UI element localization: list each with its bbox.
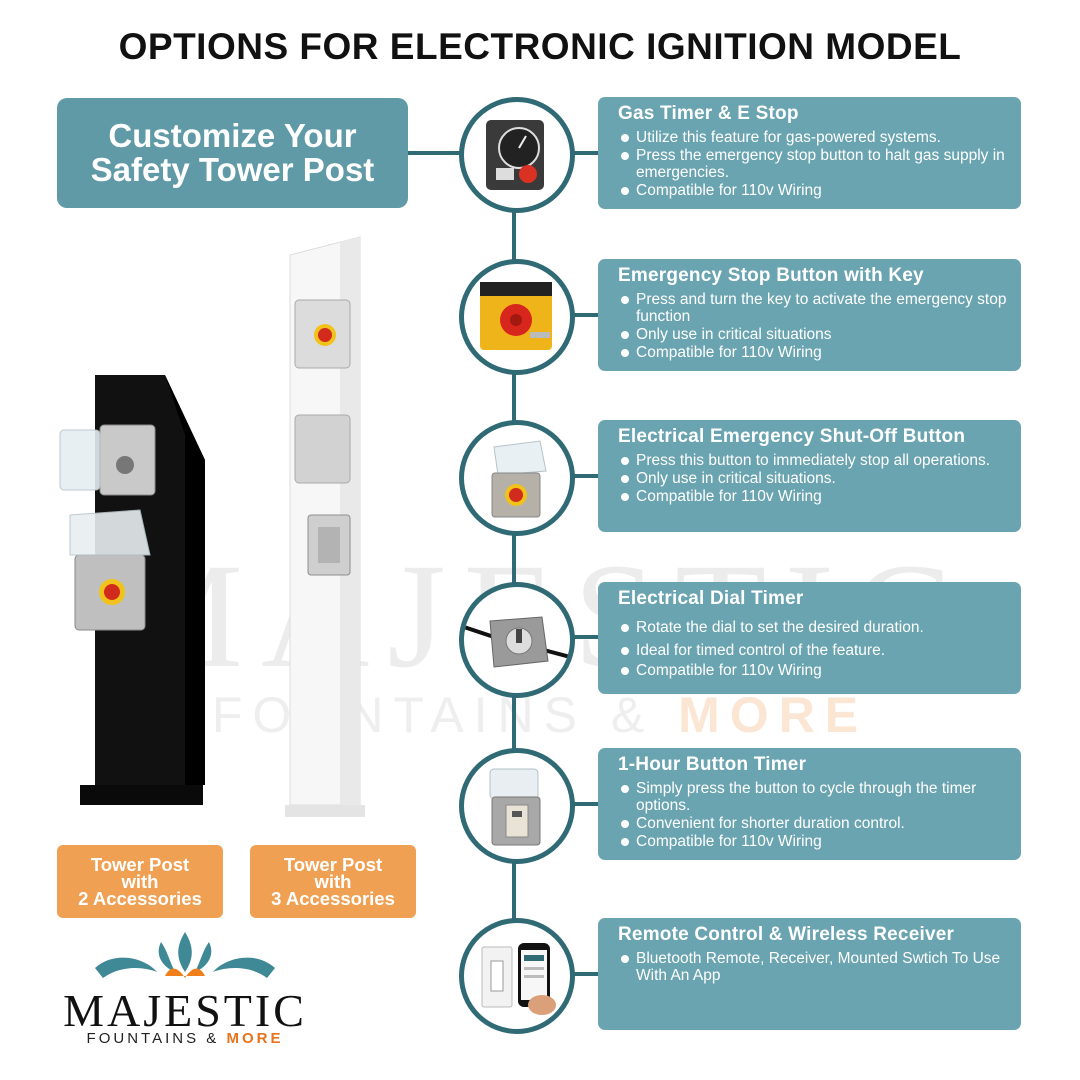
row-connector	[565, 474, 598, 478]
option-bullets: Bluetooth Remote, Receiver, Mounted Swti…	[618, 950, 1011, 984]
logo-wordmark: MAJESTIC	[63, 985, 307, 1036]
logo-fountain-icon	[95, 932, 275, 978]
gas-timer-icon	[459, 97, 575, 213]
option-card: Electrical Dial Timer Rotate the dial to…	[598, 582, 1021, 694]
black-tower-post	[59, 375, 205, 805]
watermark-sub-text: FOUNTAINS &	[211, 687, 655, 743]
option-bullet: Compatible for 110v Wiring	[621, 833, 1011, 850]
option-bullet: Press this button to immediately stop al…	[621, 452, 1011, 469]
option-bullet: Ideal for timed control of the feature.	[621, 642, 1011, 659]
option-title: Remote Control & Wireless Receiver	[618, 924, 955, 945]
option-bullets: Press and turn the key to activate the e…	[618, 291, 1011, 361]
white-tower-post	[285, 236, 365, 817]
e-stop-key-icon	[459, 259, 575, 375]
timeline-spine	[512, 145, 516, 980]
option-bullet: Only use in critical situations.	[621, 470, 1011, 487]
option-bullet: Bluetooth Remote, Receiver, Mounted Swti…	[621, 950, 1011, 984]
tower-posts-illustration	[59, 236, 365, 817]
row-connector	[565, 151, 598, 155]
option-bullet: Compatible for 110v Wiring	[621, 182, 1011, 199]
option-bullet: Compatible for 110v Wiring	[621, 662, 1011, 679]
watermark-more: MORE	[678, 687, 869, 743]
option-title: Emergency Stop Button with Key	[618, 265, 924, 286]
logo-subtitle: FOUNTAINS & MORE	[55, 1030, 315, 1047]
label-three-accessories: Tower Post with 3 Accessories	[250, 845, 416, 918]
option-bullets: Utilize this feature for gas-powered sys…	[618, 129, 1011, 199]
option-title: Gas Timer & E Stop	[618, 103, 799, 124]
option-bullet: Simply press the button to cycle through…	[621, 780, 1011, 814]
row-connector	[565, 635, 598, 639]
option-card: Electrical Emergency Shut-Off Button Pre…	[598, 420, 1021, 532]
row-connector	[565, 972, 598, 976]
remote-receiver-icon	[459, 918, 575, 1034]
shutoff-button-icon	[459, 420, 575, 536]
page-title: OPTIONS FOR ELECTRONIC IGNITION MODEL	[118, 26, 962, 67]
row-connector	[565, 802, 598, 806]
customize-connector	[408, 151, 464, 155]
label-two-accessories: Tower Post with 2 Accessories	[57, 845, 223, 918]
logo-sub-text: FOUNTAINS &	[86, 1030, 220, 1047]
button-timer-icon	[459, 748, 575, 864]
option-bullets: Rotate the dial to set the desired durat…	[618, 619, 1011, 679]
option-bullet: Press and turn the key to activate the e…	[621, 291, 1011, 325]
option-bullet: Utilize this feature for gas-powered sys…	[621, 129, 1011, 146]
option-title: Electrical Emergency Shut-Off Button	[618, 426, 966, 447]
option-card: Emergency Stop Button with Key Press and…	[598, 259, 1021, 371]
option-card: 1-Hour Button Timer Simply press the but…	[598, 748, 1021, 860]
option-card: Remote Control & Wireless Receiver Bluet…	[598, 918, 1021, 1030]
logo-more: MORE	[226, 1030, 284, 1047]
option-title: 1-Hour Button Timer	[618, 754, 807, 775]
option-bullets: Simply press the button to cycle through…	[618, 780, 1011, 850]
option-title: Electrical Dial Timer	[618, 588, 804, 609]
option-bullet: Convenient for shorter duration control.	[621, 815, 1011, 832]
option-card: Gas Timer & E Stop Utilize this feature …	[598, 97, 1021, 209]
row-connector	[565, 313, 598, 317]
option-bullet: Press the emergency stop button to halt …	[621, 147, 1011, 181]
option-bullet: Rotate the dial to set the desired durat…	[621, 619, 1011, 636]
customize-heading: Customize Your Safety Tower Post	[57, 98, 408, 208]
watermark-subtitle: FOUNTAINS & MORE	[180, 686, 900, 744]
option-bullet: Compatible for 110v Wiring	[621, 488, 1011, 505]
dial-timer-icon	[459, 582, 575, 698]
option-bullet: Compatible for 110v Wiring	[621, 344, 1011, 361]
option-bullets: Press this button to immediately stop al…	[618, 452, 1011, 505]
option-bullet: Only use in critical situations	[621, 326, 1011, 343]
